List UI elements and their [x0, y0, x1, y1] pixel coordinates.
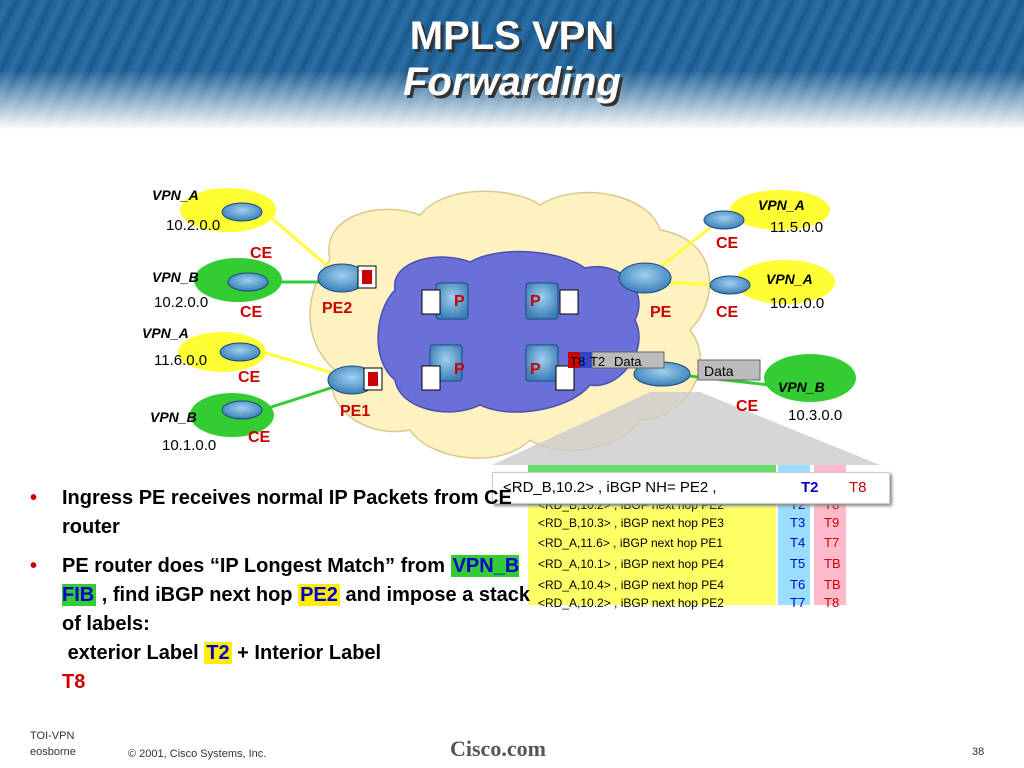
ce-label-4: CE [248, 429, 271, 446]
pe2-highlight: PE2 [298, 584, 340, 606]
title-background [0, 0, 1024, 130]
table-row: <RD_B,10.3> , iBGP next hop PE3 T3 T9 [538, 515, 840, 530]
lookup-result-t2: T2 [801, 479, 819, 496]
vpn-label-7: VPN_B [778, 379, 825, 395]
vpn-label-4: VPN_B [150, 409, 197, 425]
page-number: 38 [972, 746, 985, 758]
network-4: 10.1.0.0 [162, 437, 216, 454]
t2-highlight: T2 [204, 642, 232, 664]
slide-title-line2: Forwarding [403, 60, 621, 104]
ce-label-1: CE [250, 245, 273, 262]
p-label-1: P [454, 293, 465, 310]
vpn-label-2: VPN_B [152, 269, 199, 285]
link-ce-pe1-a [261, 350, 341, 377]
table-row: <RD_A,10.4> , iBGP next hop PE4 T6 TB [538, 577, 841, 592]
vpn-label-6: VPN_A [766, 271, 813, 287]
link-pe-ce-a1 [649, 218, 721, 277]
footer-author: eosborne [30, 746, 76, 758]
ce-label-3: CE [238, 369, 261, 386]
packet-label-t8: T8 [570, 354, 585, 369]
site-cloud-vpn-a-3 [730, 190, 830, 230]
footer-copyright: © 2001, Cisco Systems, Inc. [128, 748, 267, 760]
bullet-1: • Ingress PE receives normal IP Packets … [30, 487, 512, 538]
vpn-label-5: VPN_A [758, 197, 805, 213]
vpn-label-1: VPN_A [152, 187, 199, 203]
t8-label: T8 [62, 671, 86, 693]
table-row: <RD_A,10.2> , iBGP next hop PE2 T7 T8 [538, 595, 840, 610]
network-1: 10.2.0.0 [166, 217, 220, 234]
site-cloud-vpn-a-4 [735, 260, 835, 304]
packet-data: Data [614, 354, 642, 369]
ce-label-7: CE [736, 398, 759, 415]
slide-title-line1: MPLS VPN [409, 14, 615, 58]
p-label-4: P [530, 361, 541, 378]
network-7: 10.3.0.0 [788, 407, 842, 424]
pe-label-pe1: PE1 [340, 403, 370, 420]
link-ce-pe2-a [261, 208, 339, 277]
table-row: <RD_A,11.6> , iBGP next hop PE1 T4 T7 [538, 535, 840, 550]
vpn-label-3: VPN_A [142, 325, 189, 341]
footer-toi: TOI-VPN [30, 730, 75, 742]
table-row: <RD_A,10.1> , iBGP next hop PE4 T5 TB [538, 556, 841, 571]
network-2: 10.2.0.0 [154, 294, 208, 311]
ce-label-6: CE [716, 304, 739, 321]
ip-packet-data: Data [704, 363, 734, 379]
site-cloud-vpn-b-3 [764, 354, 856, 402]
p-label-3: P [454, 361, 465, 378]
pe-label-pe2: PE2 [322, 300, 352, 317]
network-5: 11.5.0.0 [770, 219, 823, 236]
table-callout [492, 392, 880, 465]
link-ce-pe1-b [261, 383, 341, 412]
network-6: 10.1.0.0 [770, 295, 824, 312]
p-label-2: P [530, 293, 541, 310]
cisco-logo-text: Cisco.com [450, 736, 546, 761]
ce-label-2: CE [240, 304, 263, 321]
p-routers [421, 282, 579, 391]
ip-packet: Data [697, 359, 761, 381]
fib-lookup-result: <RD_B,10.2> , iBGP NH= PE2 , T2 T8 [492, 472, 890, 504]
lookup-result-t8: T8 [849, 479, 867, 496]
pe-label-pe: PE [650, 304, 672, 321]
bullet-list: • Ingress PE receives normal IP Packets … [30, 484, 530, 707]
network-3: 11.6.0.0 [154, 352, 207, 369]
ce-routers [219, 202, 751, 420]
labeled-packet: T8 T2 Data [568, 351, 665, 369]
packet-label-t2: T2 [590, 354, 605, 369]
bullet-2: • PE router does “IP Longest Match” from… [30, 555, 530, 693]
lookup-result-text: <RD_B,10.2> , iBGP NH= PE2 , [503, 479, 717, 496]
ce-label-5: CE [716, 235, 739, 252]
